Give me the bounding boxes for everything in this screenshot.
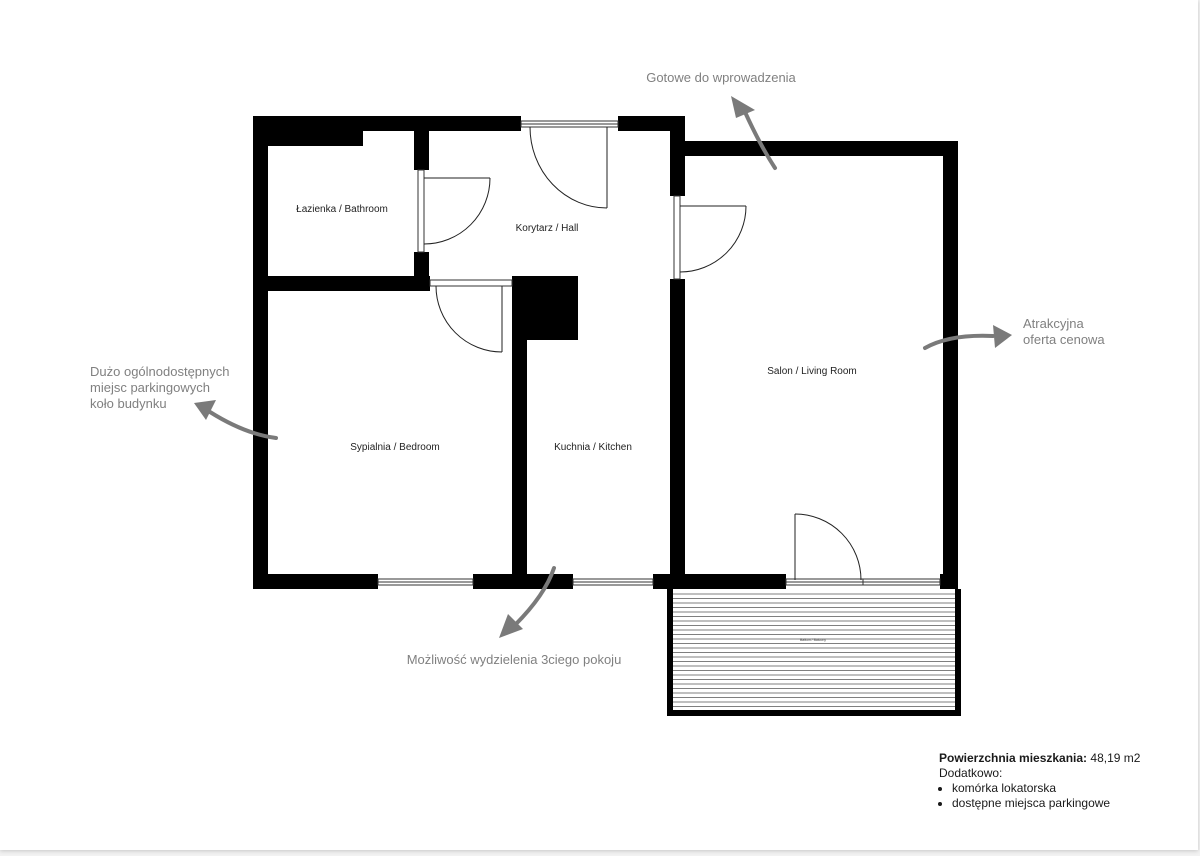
arrow-price xyxy=(923,333,995,350)
extras-item: dostępne miejsca parkingowe xyxy=(952,796,1140,811)
wall-bottom-bedroom xyxy=(253,574,378,589)
callout-parking-line-3: koło budynku xyxy=(90,396,167,411)
callout-price-line-1: Atrakcyjna xyxy=(1023,316,1084,331)
wall-bath-bottom xyxy=(268,276,430,291)
wall-living-bottom-right xyxy=(940,574,958,589)
room-label-hall: Korytarz / Hall xyxy=(516,223,579,234)
door-openings xyxy=(417,169,681,287)
area-line: Powierzchnia mieszkania: 48,19 m2 xyxy=(939,751,1140,766)
area-value: 48,19 m2 xyxy=(1090,751,1141,765)
balcony xyxy=(667,589,961,716)
apartment-info: Powierzchnia mieszkania: 48,19 m2 Dodatk… xyxy=(939,751,1140,811)
balcony-door xyxy=(794,513,862,581)
room-labels: Łazienka / Bathroom Korytarz / Hall Salo… xyxy=(296,204,857,642)
wall-top-right xyxy=(618,116,685,131)
wall-bath-right-top xyxy=(414,131,429,170)
wall-bath-thick xyxy=(268,131,363,146)
extras-list: komórka lokatorska dostępne miejsca park… xyxy=(939,781,1140,811)
entrance-door xyxy=(529,126,608,209)
callout-third-room: Możliwość wydzielenia 3ciego pokoju xyxy=(407,652,622,667)
window-kitchen xyxy=(572,578,654,586)
arrowhead-ready xyxy=(731,96,755,118)
wall-bottom-living xyxy=(653,574,786,589)
wall-hall-right-bottom xyxy=(670,279,685,589)
room-label-bedroom: Sypialnia / Bedroom xyxy=(350,442,440,453)
window-bedroom xyxy=(377,578,474,586)
wall-bottom-mid xyxy=(473,574,573,589)
balcony-decking xyxy=(673,593,955,707)
living-door-frame xyxy=(673,195,681,280)
arrow-ready xyxy=(743,110,777,170)
callout-ready: Gotowe do wprowadzenia xyxy=(646,70,796,85)
bathroom-door xyxy=(423,177,491,245)
wall-top-left xyxy=(253,116,521,131)
balcony-railing xyxy=(667,589,961,716)
living-door xyxy=(679,205,747,273)
callout-arrows xyxy=(194,96,1012,638)
room-label-balcony: Balkon / Balcony xyxy=(800,638,826,642)
room-label-living: Salon / Living Room xyxy=(767,366,857,377)
room-label-kitchen: Kuchnia / Kitchen xyxy=(554,442,632,453)
wall-living-right xyxy=(943,141,958,589)
wall-left-outer xyxy=(253,116,268,589)
arrowhead-third-room xyxy=(499,614,523,638)
room-label-bathroom: Łazienka / Bathroom xyxy=(296,204,388,215)
chimney-block xyxy=(512,276,578,340)
callout-parking-line-2: miejsc parkingowych xyxy=(90,380,210,395)
extras-item: komórka lokatorska xyxy=(952,781,1140,796)
bedroom-door-frame xyxy=(429,279,513,287)
callout-texts: Gotowe do wprowadzenia Atrakcyjna oferta… xyxy=(90,70,1105,667)
window-hall-top xyxy=(520,120,619,128)
wall-kitchen-left xyxy=(512,276,527,576)
arrow-parking xyxy=(208,410,278,440)
bedroom-door xyxy=(435,285,503,353)
walls xyxy=(253,116,958,589)
arrow-third-room xyxy=(513,566,556,627)
arrowhead-price xyxy=(993,325,1012,348)
windows xyxy=(377,120,941,586)
door-swings xyxy=(423,126,862,581)
arrowhead-parking xyxy=(194,400,216,420)
callout-parking-line-1: Dużo ogólnodostępnych xyxy=(90,364,230,379)
area-label: Powierzchnia mieszkania: xyxy=(939,751,1088,765)
callout-price-line-2: oferta cenowa xyxy=(1023,332,1105,347)
wall-living-top xyxy=(670,141,958,156)
extras-label: Dodatkowo: xyxy=(939,766,1003,780)
window-living-balcony xyxy=(785,578,941,586)
bathroom-door-frame xyxy=(417,169,425,253)
